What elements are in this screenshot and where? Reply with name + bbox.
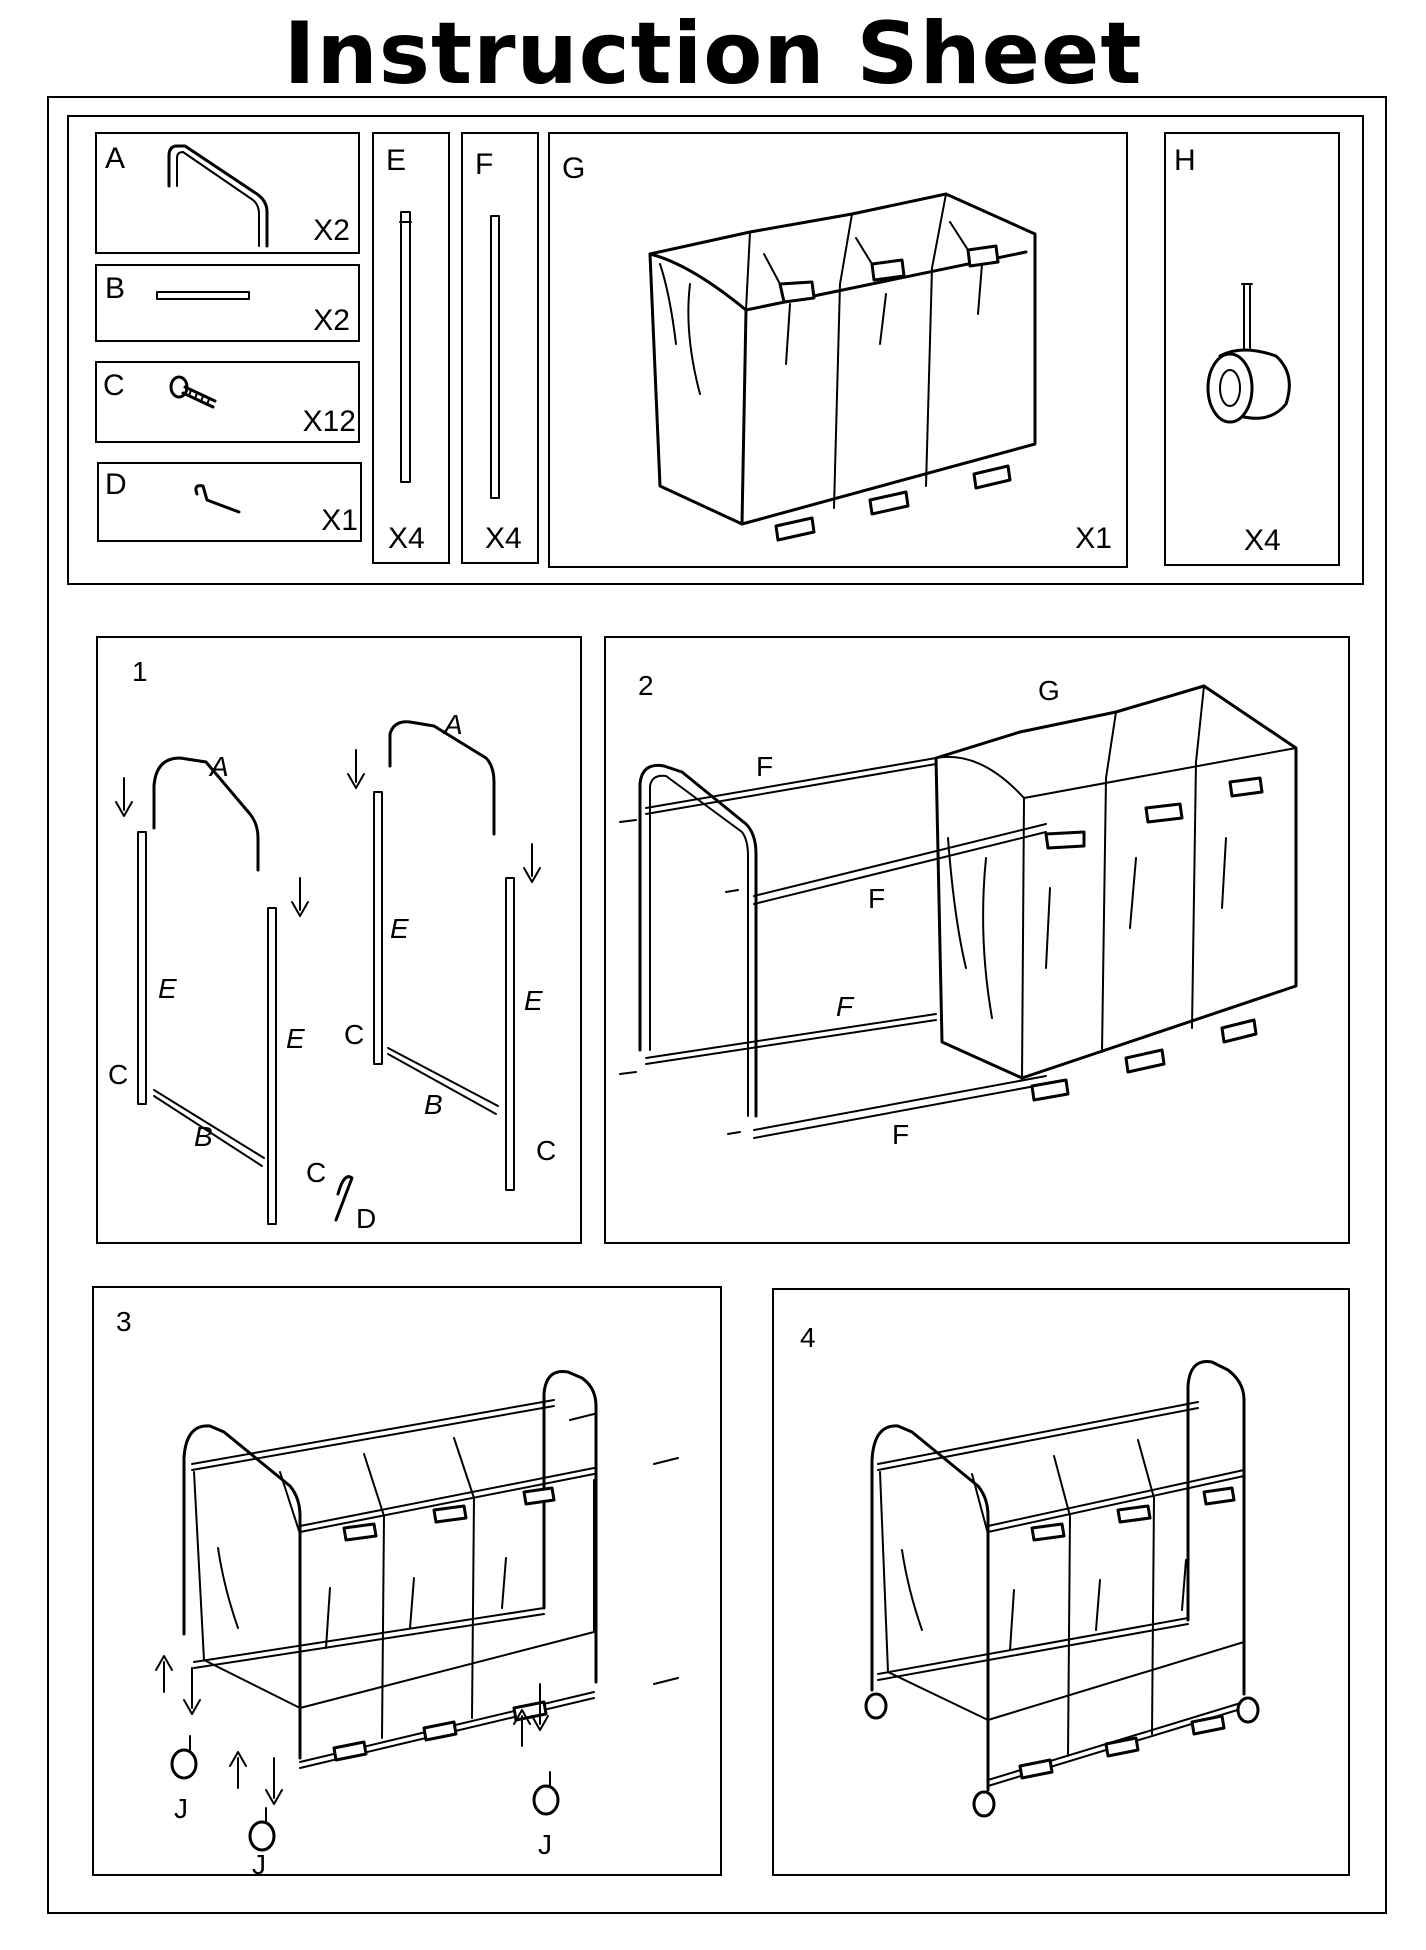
step-2-diagram: F F F F G (619, 675, 1298, 1150)
step-1-label-c: C (306, 1157, 326, 1188)
step-2-label-f: F (868, 883, 885, 914)
part-b-qty: X2 (313, 304, 350, 337)
part-a-handle-icon (167, 144, 269, 248)
part-c-screw-icon (169, 375, 217, 409)
part-h-box: H X4 (1164, 132, 1340, 566)
step-1-panel: 1 A E E C B C D A E E C B C (96, 636, 582, 1244)
step-1-label-b: B (194, 1121, 213, 1152)
step-2-panel: 2 F F F F G (604, 636, 1350, 1244)
step-3-number: 3 (116, 1306, 132, 1337)
part-h-label: H (1174, 144, 1196, 177)
part-f-label: F (475, 148, 494, 181)
part-d-qty: X1 (321, 504, 358, 537)
step-2-label-f: F (756, 751, 773, 782)
part-d-hex-key-icon (194, 484, 241, 514)
part-f-box: F X4 (461, 132, 539, 564)
step-3-label-j: J (174, 1793, 188, 1824)
part-b-bar-icon (156, 291, 250, 300)
step-2-label-f: F (892, 1119, 909, 1150)
step-1-diagram: A E E C B C D A E E C B C (108, 709, 556, 1234)
step-1-label-c: C (536, 1135, 556, 1166)
step-1-label-a: A (442, 709, 463, 740)
part-e-qty: X4 (388, 522, 425, 555)
step-3-label-j: J (538, 1829, 552, 1860)
step-3-label-j: J (252, 1849, 266, 1880)
part-a-label: A (105, 142, 126, 175)
outer-frame (47, 96, 1387, 1914)
part-f-qty: X4 (485, 522, 522, 555)
page-title: Instruction Sheet (283, 4, 1143, 104)
step-1-label-a: A (208, 751, 229, 782)
part-a-box: A X2 (95, 132, 360, 254)
step-2-number: 2 (638, 670, 654, 701)
part-d-label: D (105, 468, 127, 501)
part-g-label: G (562, 152, 586, 185)
part-h-caster-wheel-icon (1206, 283, 1291, 424)
step-1-label-c: C (108, 1059, 128, 1090)
step-4-number: 4 (800, 1322, 816, 1353)
step-4-diagram (864, 1360, 1260, 1818)
step-1-label-c: C (344, 1019, 364, 1050)
part-f-tube-icon (490, 215, 500, 499)
part-a-qty: X2 (313, 214, 350, 247)
step-3-panel: 3 J J J (92, 1286, 722, 1880)
part-g-qty: X1 (1075, 522, 1112, 555)
step-1-label-e: E (158, 973, 177, 1004)
part-e-label: E (386, 144, 407, 177)
part-b-box: B X2 (95, 264, 360, 342)
step-2-label-f: F (836, 991, 855, 1022)
step-1-number: 1 (132, 656, 148, 687)
part-c-qty: X12 (302, 405, 356, 438)
part-g-laundry-bag-icon (648, 192, 1037, 542)
part-d-box: D X1 (97, 462, 362, 542)
step-2-label-g: G (1038, 675, 1060, 706)
step-1-label-e: E (286, 1023, 305, 1054)
step-1-label-b: B (424, 1089, 443, 1120)
step-1-label-e: E (524, 985, 543, 1016)
part-g-box: G X1 (548, 132, 1128, 568)
part-e-tube-icon (399, 211, 412, 483)
part-b-label: B (105, 272, 126, 305)
part-e-box: E X4 (372, 132, 450, 564)
step-1-label-e: E (390, 913, 409, 944)
step-1-label-d: D (356, 1203, 376, 1234)
parts-frame (67, 115, 1364, 585)
part-c-label: C (103, 369, 125, 402)
step-4-panel: 4 (772, 1288, 1350, 1876)
step-3-diagram: J J J (155, 1369, 679, 1880)
part-h-qty: X4 (1244, 524, 1281, 557)
part-c-box: C X12 (95, 361, 360, 443)
